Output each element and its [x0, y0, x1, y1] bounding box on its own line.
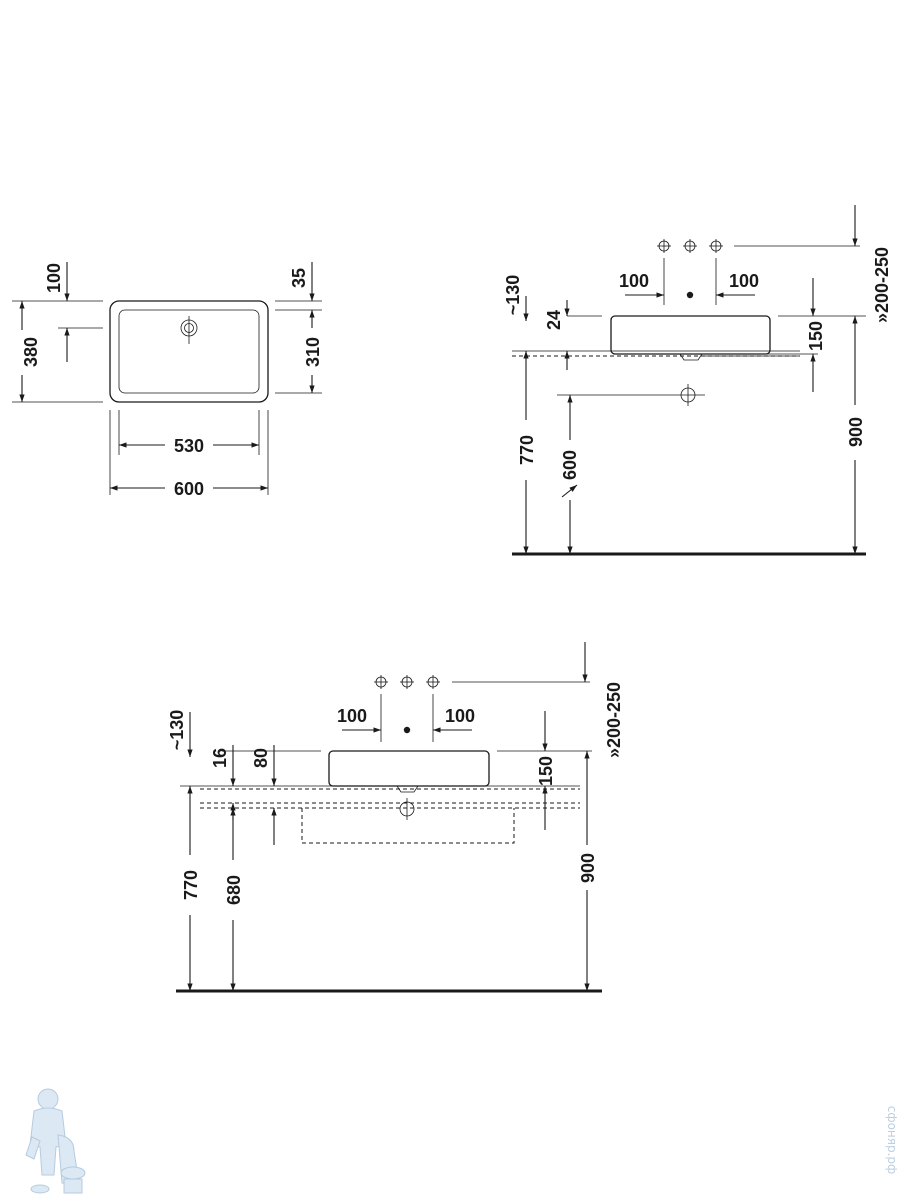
dim-drain-offset: 80 [251, 748, 271, 768]
dim-bowl-width: 530 [174, 436, 204, 456]
dim-total-height: 900 [846, 417, 866, 447]
side-view-1: 100 100 ~130 24 150 »200-250 770 [503, 205, 892, 556]
side-view-2: 100 100 ~130 16 80 150 »200-250 [167, 642, 624, 993]
dim-counter-height-2: 770 [181, 870, 201, 900]
dim-overall-depth: 380 [21, 337, 41, 367]
dim-tap-spacing-right: 100 [729, 271, 759, 291]
dim-tap-offset: 100 [44, 263, 64, 293]
dim-basin-height-2: 150 [536, 756, 556, 786]
dim-rim-thickness: 24 [544, 310, 564, 330]
basin-side-1 [610, 315, 771, 355]
watermark-text: сфоняр.рф [885, 1106, 899, 1175]
top-view: 100 380 35 310 530 600 [12, 262, 323, 499]
plumber-mascot-logo [25, 1088, 86, 1194]
dim-supply-height-2: ~130 [167, 710, 187, 751]
dim-overall-width: 600 [174, 479, 204, 499]
dim-tap-spacing-left: 100 [619, 271, 649, 291]
arrow-icon [561, 484, 578, 498]
drawer-outline [301, 808, 515, 844]
dim-tap-spacing-left-2: 100 [337, 706, 367, 726]
dim-counter-thickness: 16 [210, 748, 230, 768]
dim-tap-spacing-right-2: 100 [445, 706, 475, 726]
tap-holes-icon [657, 239, 723, 253]
dim-rim-top: 35 [289, 268, 309, 288]
basin-side-2 [328, 750, 490, 787]
dim-counter-height: 770 [517, 435, 537, 465]
basin-bowl-top [118, 309, 260, 394]
tap-holes-icon-2 [374, 675, 440, 689]
dim-tap-height-2: »200-250 [604, 682, 624, 758]
dim-total-height-2: 900 [578, 853, 598, 883]
dim-tap-height: »200-250 [872, 247, 892, 323]
dim-drain-height: 600 [560, 450, 580, 480]
dim-drain-height-2: 680 [224, 875, 244, 905]
dim-supply-height: ~130 [503, 275, 523, 316]
dim-bowl-depth: 310 [303, 337, 323, 367]
basin-outline-top [109, 300, 269, 403]
dim-basin-height: 150 [806, 321, 826, 351]
